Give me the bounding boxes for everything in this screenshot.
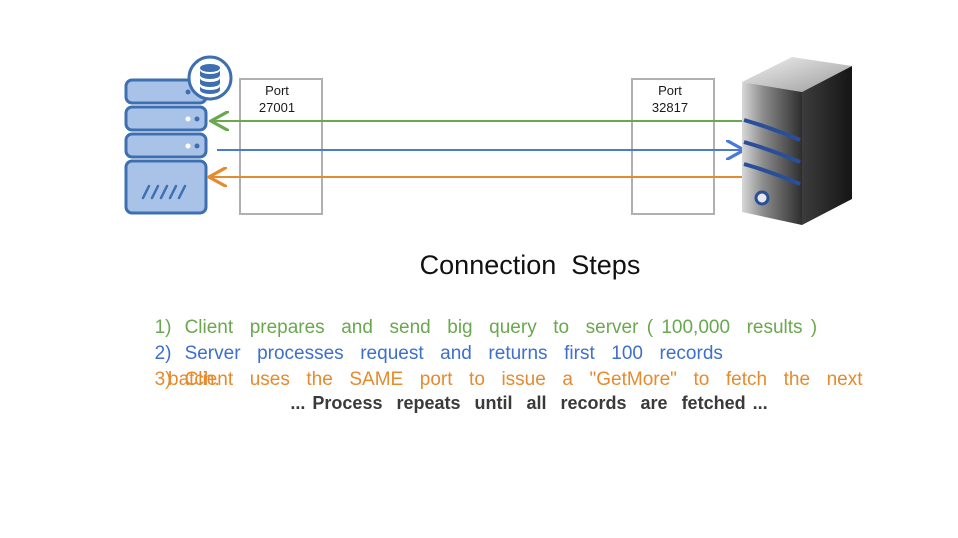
- step-3-continuation: batch.: [168, 367, 220, 392]
- step-2-number: 2): [154, 343, 172, 364]
- client-port-box: [239, 78, 323, 215]
- process-repeats-note: ... Process repeats until all records ar…: [290, 393, 768, 413]
- server-port-title: Port: [658, 83, 682, 98]
- client-port-label: Port 27001: [237, 82, 317, 116]
- step-1-text: Client prepares and send big query to se…: [184, 317, 818, 338]
- step-3-number: 3): [154, 369, 172, 390]
- server-port-label: Port 32817: [630, 82, 710, 116]
- client-server-rack-icon: [124, 78, 208, 215]
- step-3-text: Client uses the SAME port to issue a "Ge…: [184, 369, 863, 390]
- step-1-number: 1): [154, 317, 172, 338]
- step-3: 3) Client uses the SAME port to issue a "…: [138, 342, 863, 392]
- database-icon: [187, 55, 233, 101]
- step-2-text: Server processes request and returns fir…: [184, 343, 723, 364]
- server-port-number: 32817: [651, 100, 689, 115]
- client-port-number: 27001: [258, 100, 296, 115]
- client-port-title: Port: [265, 83, 289, 98]
- server-tower-icon: [742, 57, 852, 225]
- step-2: 2) Server processes request and returns f…: [138, 316, 723, 366]
- step-1: 1) Client prepares and send big query to …: [138, 290, 818, 340]
- connection-steps-heading: Connection Steps: [419, 250, 641, 280]
- step-3-text-cont: batch.: [168, 369, 220, 390]
- server-port-box: [631, 78, 715, 215]
